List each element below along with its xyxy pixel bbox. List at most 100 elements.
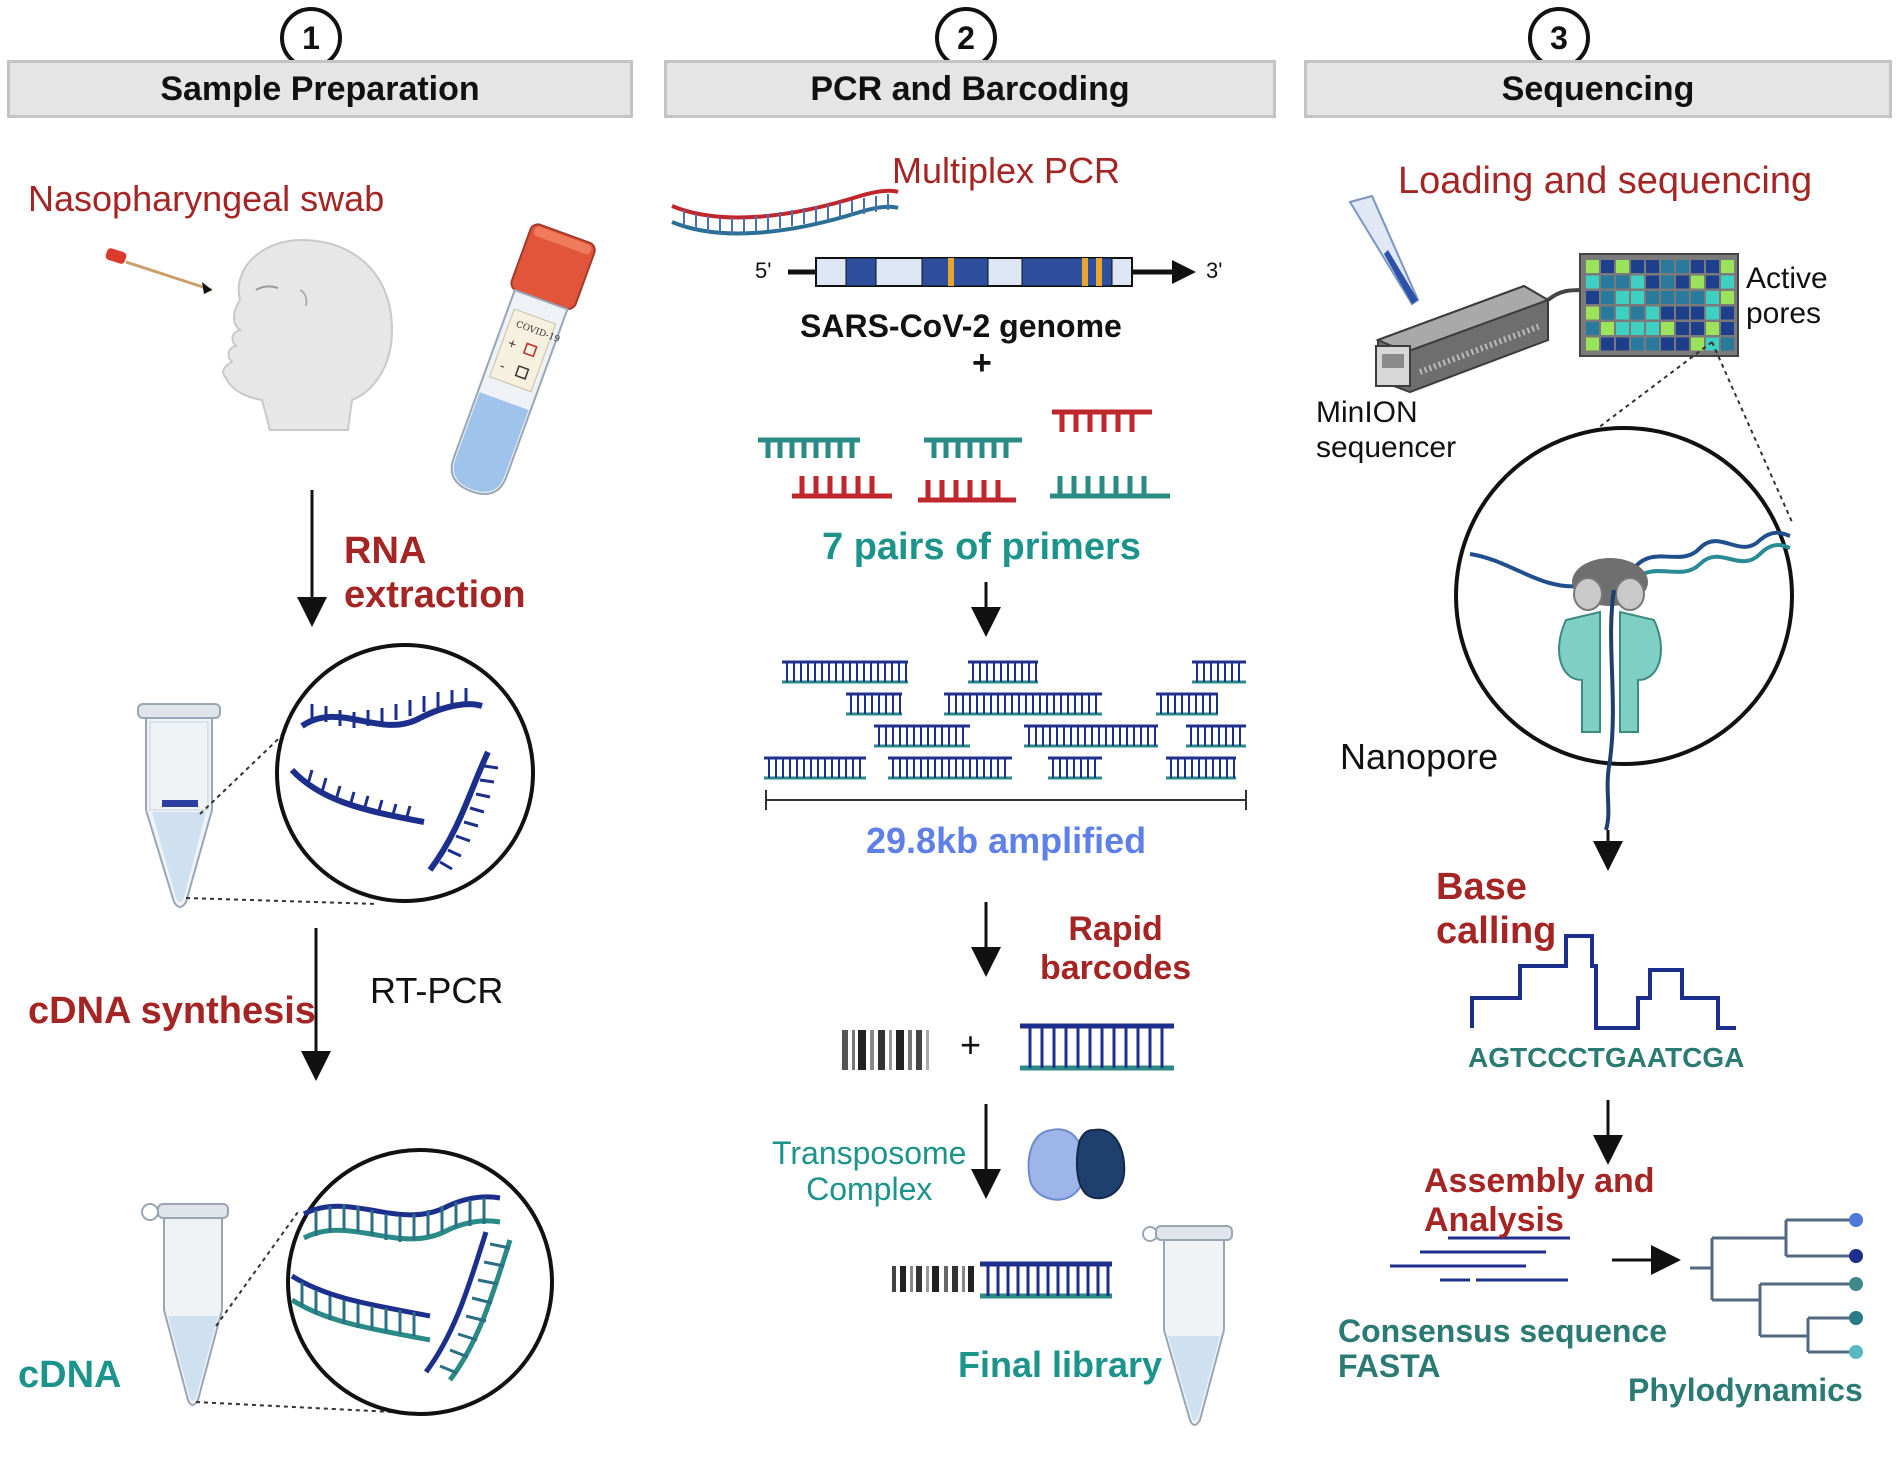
pore-cell (1676, 260, 1689, 273)
amplicon-fragment (1166, 756, 1236, 780)
amplicon-fragment (1186, 724, 1246, 748)
label-nasopharyngeal-swab: Nasopharyngeal swab (28, 178, 385, 219)
label-loading-sequencing: Loading and sequencing (1398, 160, 1813, 202)
amplicon-fragment (1048, 756, 1102, 780)
pore-cell (1586, 337, 1599, 351)
pore-cell (1601, 275, 1614, 289)
label-assembly: Assembly and Analysis (1424, 1162, 1655, 1240)
pore-cell (1661, 306, 1674, 320)
svg-text:-: - (498, 357, 508, 374)
label-cdna: cDNA (18, 1354, 122, 1396)
pore-cell (1616, 337, 1629, 351)
pore-cell (1601, 260, 1614, 273)
primer-pairs-icon (758, 409, 1170, 503)
multiplex-dna-icon (671, 188, 899, 236)
pipette-icon (1348, 194, 1420, 306)
label-three-prime: 3' (1206, 258, 1223, 283)
amplicon-fragment (764, 756, 866, 780)
label-multiplex-pcr: Multiplex PCR (892, 150, 1121, 191)
pore-cell (1721, 322, 1734, 335)
final-library-tube-icon (1142, 1225, 1233, 1426)
pore-cell (1616, 306, 1629, 320)
pore-cell (1706, 306, 1719, 320)
label-phylodynamics: Phylodynamics (1628, 1372, 1863, 1408)
pore-cell (1661, 322, 1674, 335)
pore-cell (1631, 260, 1644, 273)
amplicon-fragment (874, 724, 970, 748)
header-sample-preparation: Sample Preparation (7, 60, 633, 118)
pore-cell (1631, 306, 1644, 320)
pore-cell (1616, 275, 1629, 289)
label-rna-extraction: RNA extraction (344, 530, 526, 616)
pore-cell (1646, 322, 1659, 335)
header-sequencing: Sequencing (1304, 60, 1892, 118)
header-title: PCR and Barcoding (810, 69, 1130, 108)
pore-cell (1706, 275, 1719, 289)
pore-cell (1631, 291, 1644, 304)
amplicons-icon (764, 660, 1246, 780)
rna-magnifier-circle (275, 643, 535, 903)
header-pcr-barcoding: PCR and Barcoding (664, 60, 1276, 118)
dna-fragment-icon (1020, 1023, 1174, 1071)
eppendorf-tube-cdna-icon (141, 1203, 229, 1406)
minion-device-icon (1375, 284, 1585, 394)
phylogenetic-tree-icon (1690, 1218, 1852, 1354)
pore-cell (1721, 306, 1734, 320)
pore-cell (1646, 306, 1659, 320)
pore-cell (1721, 291, 1734, 304)
assembly-reads-icon (1390, 1236, 1570, 1282)
pore-cell (1706, 291, 1719, 304)
pore-cell (1691, 275, 1704, 289)
label-rt-pcr: RT-PCR (370, 970, 504, 1011)
cdna-magnifier-circle (286, 1148, 554, 1416)
pore-cell (1691, 306, 1704, 320)
label-genome: SARS-CoV-2 genome (800, 308, 1122, 344)
swab-icon (105, 248, 213, 294)
pore-cell (1631, 322, 1644, 335)
label-transposome: Transposome Complex (772, 1135, 967, 1207)
pore-cell (1586, 260, 1599, 273)
label-active-pores: Active pores (1746, 262, 1828, 330)
pore-cell (1586, 306, 1599, 320)
pore-cell (1691, 260, 1704, 273)
pore-cell (1586, 275, 1599, 289)
pore-cell (1646, 337, 1659, 351)
label-consensus: Consensus sequence FASTA (1338, 1313, 1667, 1385)
amplicon-fragment (782, 660, 908, 684)
label-plus-1: + (972, 344, 992, 382)
pore-cell (1601, 322, 1614, 335)
pore-cell (1631, 275, 1644, 289)
eppendorf-tube-rna-icon (137, 703, 221, 908)
label-plus-2: + (960, 1024, 982, 1065)
pore-cell (1676, 291, 1689, 304)
pore-cell (1676, 322, 1689, 335)
amplicon-fragment (1024, 724, 1158, 748)
header-title: Sequencing (1501, 69, 1695, 108)
pore-cell (1706, 260, 1719, 273)
pore-cell (1676, 306, 1689, 320)
pore-cell (1646, 275, 1659, 289)
label-amplified: 29.8kb amplified (866, 820, 1147, 861)
step-1-number: 1 (280, 7, 342, 69)
pore-cell (1691, 322, 1704, 335)
label-five-prime: 5' (755, 258, 772, 283)
pore-cell (1616, 260, 1629, 273)
amplicon-fragment (888, 756, 1012, 780)
pore-cell (1601, 306, 1614, 320)
pore-cell (1721, 337, 1734, 351)
pore-cell (1601, 291, 1614, 304)
amplicon-fragment (846, 692, 902, 716)
pore-cell (1586, 291, 1599, 304)
transposome-icon (1027, 1128, 1126, 1201)
barcode-icon (842, 1030, 929, 1070)
step-2-number: 2 (935, 7, 997, 69)
amplicon-fragment (1156, 692, 1218, 716)
label-final-library: Final library (958, 1344, 1163, 1385)
header-title: Sample Preparation (160, 69, 480, 108)
genome-map (788, 257, 1196, 287)
pore-cell (1661, 275, 1674, 289)
pore-cell (1661, 337, 1674, 351)
pore-cell (1661, 260, 1674, 273)
label-primers: 7 pairs of primers (822, 526, 1141, 568)
